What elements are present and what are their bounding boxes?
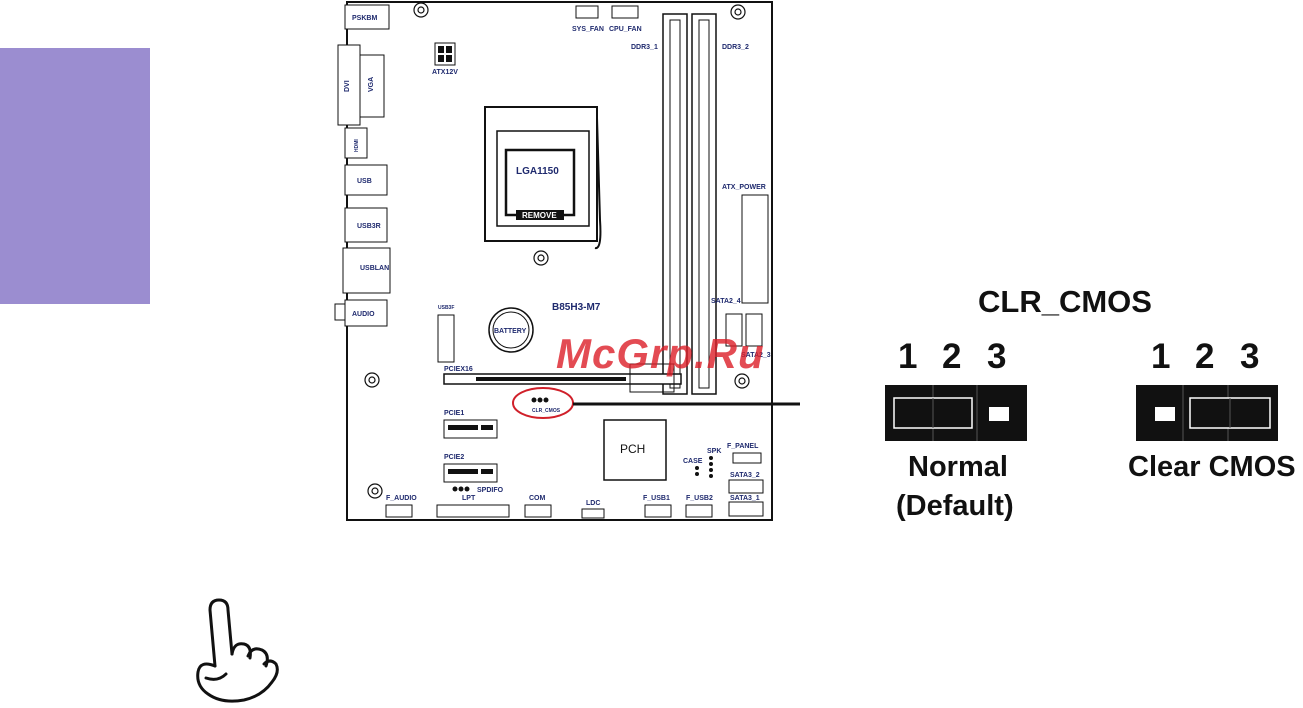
f-audio-header <box>385 504 413 518</box>
normal-pin-2: 2 <box>942 337 962 376</box>
dvi-label: DVI <box>344 80 351 92</box>
spk-label: SPK <box>707 448 721 455</box>
usb3r-port <box>344 207 388 243</box>
atx12v-label: ATX12V <box>432 69 458 76</box>
remove-label: REMOVE <box>522 211 557 220</box>
clear-pin-2: 2 <box>1195 337 1215 376</box>
usblan-port <box>342 247 391 294</box>
vga-port <box>359 54 385 118</box>
cpu-fan-header <box>611 5 639 19</box>
normal-jumper-block <box>885 385 1027 441</box>
watermark: McGrp.Ru <box>556 330 765 377</box>
spdifo-label: SPDIFO <box>477 487 504 494</box>
ldc-header <box>581 508 605 519</box>
case-label: CASE <box>683 458 703 465</box>
pointing-hand-icon <box>196 598 279 703</box>
f-usb2-header <box>685 504 713 518</box>
socket-label: LGA1150 <box>516 166 559 177</box>
f-usb1-header <box>644 504 672 518</box>
ddr3-1-label: DDR3_1 <box>631 44 658 51</box>
ldc-label: LDC <box>586 500 600 507</box>
f-usb2-label: F_USB2 <box>686 495 713 502</box>
clr-cmos-board-label: CLR_CMOS <box>532 408 561 414</box>
ddr3-2-slot <box>691 13 717 395</box>
pskbm-label: PSKBM <box>352 15 377 22</box>
usb3r-label: USB3R <box>357 223 381 230</box>
pcie1-label: PCIE1 <box>444 410 464 417</box>
battery-label: BATTERY <box>494 328 527 335</box>
sata3-1-label: SATA3_1 <box>730 495 760 502</box>
motherboard-diagram: PSKBM DVI VGA HDMI USB USB3R USBLAN AUDI… <box>334 1 800 521</box>
normal-label: Normal <box>908 451 1008 483</box>
f-usb1-label: F_USB1 <box>643 495 670 502</box>
jumper-title: CLR_CMOS <box>978 284 1152 319</box>
battery <box>488 307 534 353</box>
pch-label: PCH <box>620 442 645 456</box>
usb3f-label: USB3F <box>438 305 454 311</box>
usb-port <box>344 164 388 196</box>
pciex16-label: PCIEX16 <box>444 366 473 373</box>
clear-pin-3: 3 <box>1240 337 1260 376</box>
ddr3-2-label: DDR3_2 <box>722 44 749 51</box>
sata3-1-port <box>728 501 764 517</box>
usblan-label: USBLAN <box>360 265 389 272</box>
clear-cmos-label: Clear CMOS <box>1128 451 1296 483</box>
com-header <box>524 504 552 518</box>
hdmi-label: HDMI <box>354 139 360 152</box>
sata2-3-port <box>745 313 763 347</box>
sata2-4-port <box>725 313 743 347</box>
f-panel-header <box>732 452 762 464</box>
clear-pin-1: 1 <box>1151 337 1171 376</box>
sata2-3-label: SATA2_3 <box>741 352 771 359</box>
sata3-2-label: SATA3_2 <box>730 472 760 479</box>
sata3-2-port <box>728 479 764 494</box>
normal-pin-3: 3 <box>987 337 1007 376</box>
f-panel-label: F_PANEL <box>727 443 759 450</box>
sys-fan-header <box>575 5 599 19</box>
lpt-header <box>436 504 510 518</box>
normal-pin-1: 1 <box>898 337 918 376</box>
sata2-4-label: SATA2_4 <box>711 298 741 305</box>
pch-chip <box>603 419 667 481</box>
f-audio-label: F_AUDIO <box>386 495 417 502</box>
com-label: COM <box>529 495 546 502</box>
lpt-label: LPT <box>462 495 476 502</box>
atx-power-connector <box>741 194 769 304</box>
section-tab <box>0 48 150 304</box>
vga-label: VGA <box>368 77 375 92</box>
jumper-blocks <box>885 385 1278 441</box>
cpu-fan-label: CPU_FAN <box>609 26 642 33</box>
model-label: B85H3-M7 <box>552 302 601 313</box>
clear-jumper-block <box>1136 385 1278 441</box>
audio-label: AUDIO <box>352 311 375 318</box>
pskbm-port <box>344 4 390 30</box>
sys-fan-label: SYS_FAN <box>572 26 604 33</box>
usb-label: USB <box>357 178 372 185</box>
atx-power-label: ATX_POWER <box>722 184 766 191</box>
hdmi-port <box>344 127 368 159</box>
audio-port <box>344 299 388 327</box>
pcie2-label: PCIE2 <box>444 454 464 461</box>
usb3f-header <box>437 314 455 363</box>
default-label: (Default) <box>896 490 1014 522</box>
ddr3-1-slot <box>662 13 688 395</box>
